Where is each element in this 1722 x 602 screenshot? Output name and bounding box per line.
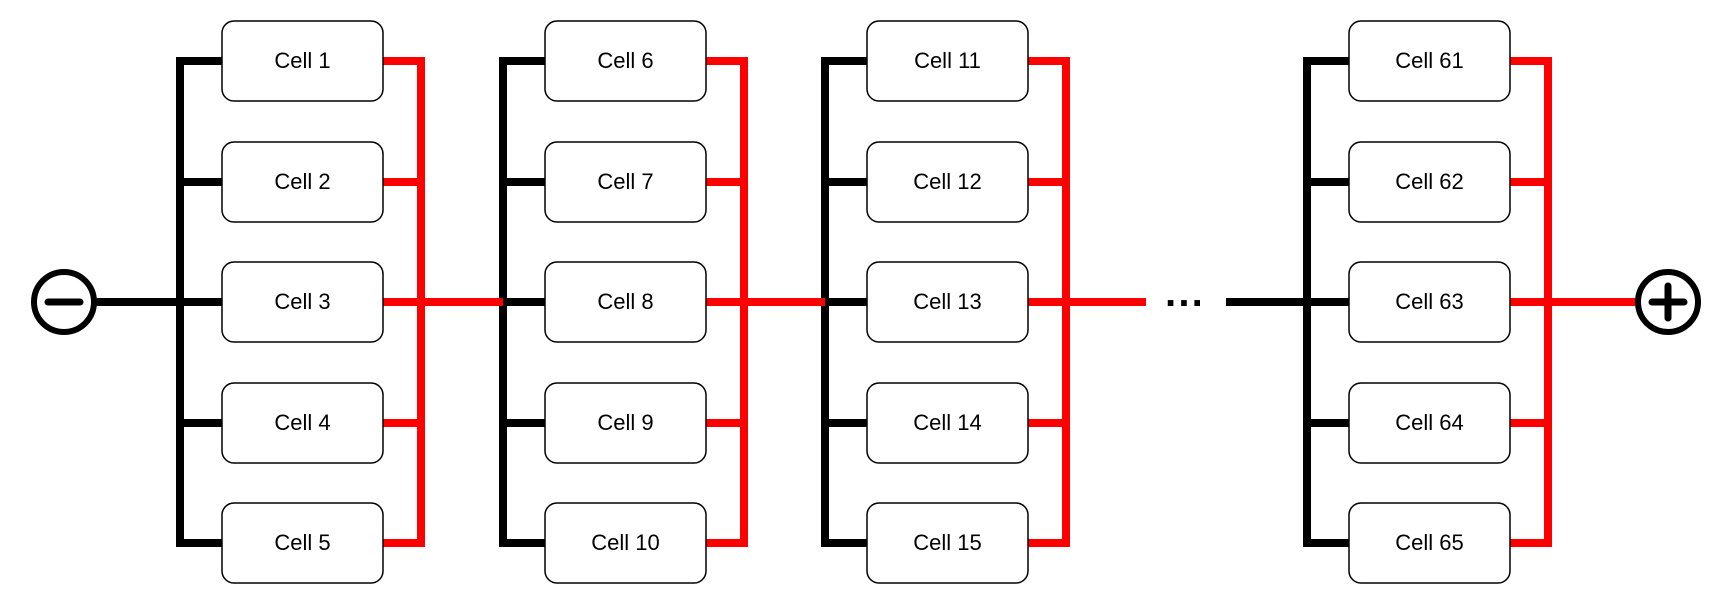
cell-box — [1348, 20, 1511, 102]
cell: Cell 63 — [1348, 261, 1511, 343]
cell: Cell 4 — [221, 382, 384, 464]
cell-box — [221, 382, 384, 464]
cell-label: Cell 64 — [1395, 410, 1463, 435]
cell-label: Cell 15 — [913, 530, 981, 555]
cell-label: Cell 12 — [913, 169, 981, 194]
cell-box — [544, 141, 707, 223]
cell-box — [866, 20, 1029, 102]
cell-box — [544, 382, 707, 464]
cell: Cell 2 — [221, 141, 384, 223]
cell: Cell 64 — [1348, 382, 1511, 464]
plus-circle-icon — [1648, 282, 1688, 322]
cell: Cell 11 — [866, 20, 1029, 102]
cell: Cell 8 — [544, 261, 707, 343]
cell-label: Cell 63 — [1395, 289, 1463, 314]
cell-array: Cell 1 Cell 2 Cell 3 Cell 4 Cell 5 Cell 6 Cell… — [221, 20, 1511, 584]
cell-box — [544, 20, 707, 102]
cell-label: Cell 4 — [274, 410, 330, 435]
cell: Cell 13 — [866, 261, 1029, 343]
positive-wiring — [383, 57, 1638, 547]
cell-box — [544, 502, 707, 584]
cell-label: Cell 65 — [1395, 530, 1463, 555]
ellipsis: ··· — [1165, 282, 1205, 326]
cell: Cell 14 — [866, 382, 1029, 464]
cell-label: Cell 62 — [1395, 169, 1463, 194]
cell: Cell 65 — [1348, 502, 1511, 584]
cell-label: Cell 2 — [274, 169, 330, 194]
cell-label: Cell 1 — [274, 48, 330, 73]
cell: Cell 6 — [544, 20, 707, 102]
cell-label: Cell 61 — [1395, 48, 1463, 73]
cell-box — [221, 20, 384, 102]
cell-box — [866, 261, 1029, 343]
cell: Cell 1 — [221, 20, 384, 102]
positive-terminal — [1635, 269, 1701, 335]
cell-box — [866, 141, 1029, 223]
cell-box — [221, 261, 384, 343]
cell: Cell 7 — [544, 141, 707, 223]
cell: Cell 10 — [544, 502, 707, 584]
cell-box — [544, 261, 707, 343]
cell-label: Cell 11 — [914, 48, 981, 73]
cell-box — [1348, 502, 1511, 584]
cell: Cell 62 — [1348, 141, 1511, 223]
cell-box — [866, 382, 1029, 464]
cell-label: Cell 6 — [597, 48, 653, 73]
cell-box — [221, 502, 384, 584]
cell-box — [866, 502, 1029, 584]
negative-terminal — [31, 269, 97, 335]
cell-label: Cell 13 — [913, 289, 981, 314]
cell-label: Cell 14 — [913, 410, 981, 435]
cell: Cell 15 — [866, 502, 1029, 584]
cell-box — [1348, 141, 1511, 223]
cell-box — [221, 141, 384, 223]
cell-label: Cell 7 — [597, 169, 653, 194]
cell-label: Cell 8 — [597, 289, 653, 314]
cell-label: Cell 10 — [591, 530, 659, 555]
cell-label: Cell 5 — [274, 530, 330, 555]
cell: Cell 12 — [866, 141, 1029, 223]
cell-label: Cell 3 — [274, 289, 330, 314]
cell: Cell 3 — [221, 261, 384, 343]
cell: Cell 5 — [221, 502, 384, 584]
cell-label: Cell 9 — [597, 410, 653, 435]
cell-box — [1348, 382, 1511, 464]
cell: Cell 9 — [544, 382, 707, 464]
cell-box — [1348, 261, 1511, 343]
cell: Cell 61 — [1348, 20, 1511, 102]
